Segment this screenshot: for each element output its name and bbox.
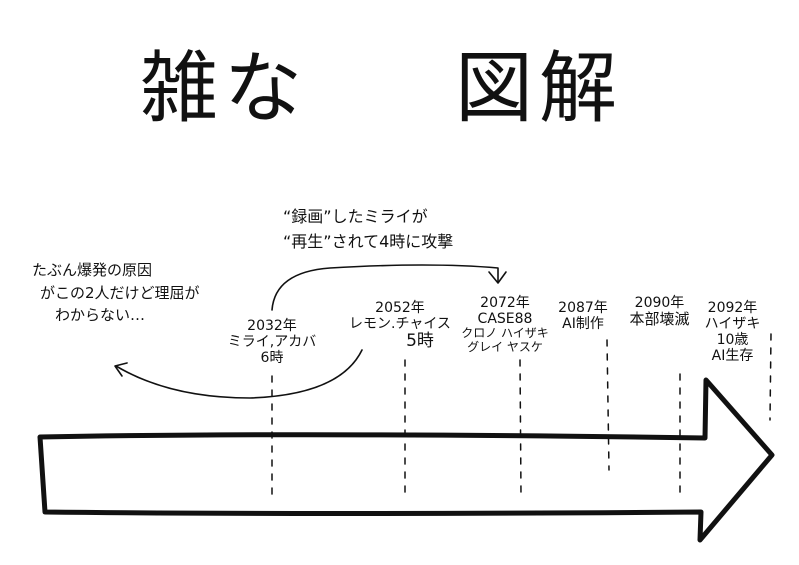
annotation-left-line1: たぶん爆発の原因 xyxy=(32,261,153,279)
annotation-left-line2: がこの2人だけど理屈が xyxy=(40,284,200,302)
event-line: ミライ,アカバ xyxy=(227,334,317,351)
marker-2087 xyxy=(606,339,610,471)
event-line: AI制作 xyxy=(562,316,604,333)
event-2032: 2032年 ミライ,アカバ 6時 xyxy=(222,318,322,366)
left-arrowhead-icon xyxy=(114,362,128,377)
title-part2: 図解 xyxy=(455,44,624,134)
event-line: CASE88 xyxy=(477,311,533,328)
marker-2092 xyxy=(769,333,772,421)
down-arrowhead-icon xyxy=(488,271,507,284)
event-line: ハイザキ xyxy=(704,316,761,333)
annotation-top-line1: “録画”したミライが xyxy=(283,207,428,226)
annotation-top-line2: “再生”されて4時に攻撃 xyxy=(283,232,454,251)
event-year: 2087年 xyxy=(558,300,608,316)
event-year: 2052年 xyxy=(375,300,425,316)
cause-connector xyxy=(115,349,363,399)
timeline-markers xyxy=(271,333,772,501)
event-line: AI生存 xyxy=(711,348,754,365)
annotation-left-line3: わからない… xyxy=(55,306,146,324)
timeline-arrow xyxy=(37,377,775,543)
event-year: 2032年 xyxy=(247,318,297,334)
event-year: 2092年 xyxy=(707,300,758,316)
title-part1: 雑な xyxy=(140,44,309,134)
event-line: レモン.チャイス xyxy=(349,316,451,333)
event-2092: 2092年 ハイザキ 10歳 AI生存 xyxy=(700,300,765,364)
event-line: グレイ ヤスケ xyxy=(467,339,543,354)
event-2087: 2087年 AI制作 xyxy=(548,300,618,332)
event-line: 5時 xyxy=(406,331,434,352)
marker-2072 xyxy=(519,359,522,496)
replay-connector xyxy=(271,264,499,311)
event-line: 10歳 xyxy=(716,332,749,349)
event-year: 2072年 xyxy=(480,295,530,311)
event-2090: 2090年 本部壊滅 xyxy=(622,295,697,328)
event-2072: 2072年 CASE88 クロノ ハイザキ グレイ ヤスケ xyxy=(450,295,560,355)
event-line: クロノ ハイザキ xyxy=(461,326,549,341)
event-2052: 2052年 レモン.チャイス 5時 xyxy=(345,300,455,352)
event-line: 本部壊滅 xyxy=(629,310,690,329)
event-line: 6時 xyxy=(260,350,284,367)
event-year: 2090年 xyxy=(634,295,685,311)
